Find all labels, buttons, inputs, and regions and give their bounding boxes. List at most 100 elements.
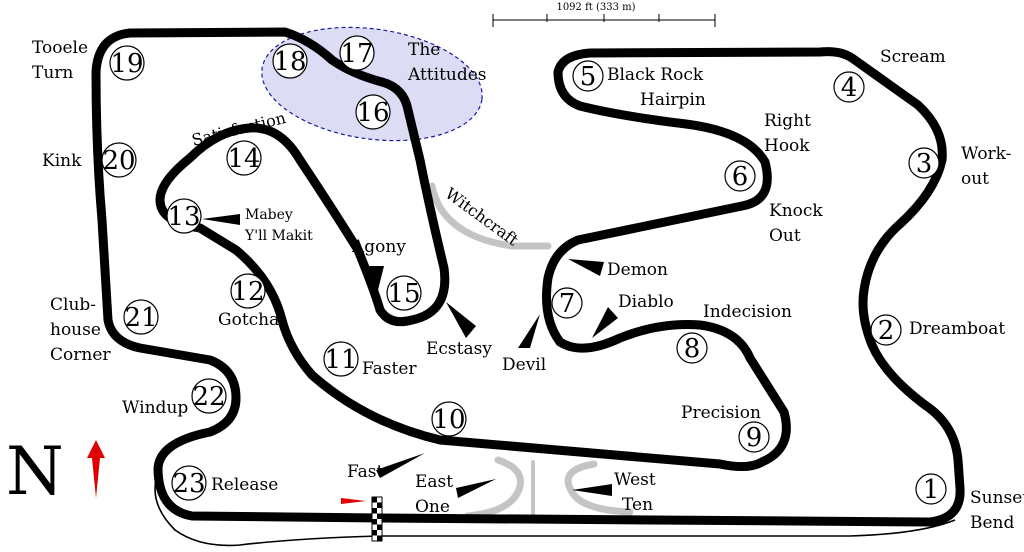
diablo-label: Diablo	[618, 292, 674, 312]
turn-markers: 1 2 3 4 5 6 7 8 9 10 11 12 13 14 15 16 1…	[101, 35, 947, 505]
west-loop	[564, 460, 634, 516]
attitudes-area	[261, 26, 483, 142]
east-one-label-2: One	[415, 497, 450, 517]
turn-11-marker: 11	[323, 341, 359, 377]
svg-text:4: 4	[841, 73, 858, 103]
faster-label: Faster	[362, 359, 417, 379]
fast-label: Fast	[347, 462, 384, 482]
kink-label: Kink	[42, 151, 82, 171]
scale-label: 1092 ft (333 m)	[556, 2, 635, 13]
svg-text:6: 6	[732, 162, 749, 192]
clubhouse-label-1: Club-	[50, 295, 96, 315]
clubhouse-label-3: Corner	[50, 345, 111, 365]
svg-text:9: 9	[746, 423, 763, 453]
windup-label: Windup	[122, 398, 188, 418]
turn-2-marker: 2	[870, 314, 902, 346]
clubhouse-label-2: house	[50, 320, 101, 340]
svg-text:23: 23	[172, 469, 205, 499]
turn-8-marker: 8	[676, 332, 708, 364]
workout-label-1: Work-	[961, 144, 1011, 164]
svg-text:15: 15	[387, 279, 420, 309]
right-hook-label-1: Right	[764, 111, 811, 131]
svg-text:12: 12	[231, 277, 264, 307]
north-label: N	[6, 433, 64, 510]
attitudes-label-2: Attitudes	[407, 65, 487, 85]
svg-text:3: 3	[916, 149, 933, 179]
north-arrow	[87, 440, 105, 498]
devil-label: Devil	[502, 355, 546, 375]
precision-label: Precision	[681, 403, 761, 423]
pointer-ecstasy	[446, 302, 476, 338]
alternate-layouts	[428, 182, 634, 520]
turn-12-marker: 12	[230, 273, 266, 309]
witchcraft-connector	[428, 182, 552, 250]
svg-text:18: 18	[273, 47, 306, 77]
main-track	[91, 27, 965, 527]
mabey-label-2: Y'll Makit	[244, 228, 313, 244]
svg-text:22: 22	[192, 382, 225, 412]
mabey-label-1: Mabey	[245, 207, 293, 223]
corner-labels: The Attitudes Sunset Bend Dreamboat Work…	[32, 38, 1024, 533]
turn-19-marker: 19	[109, 45, 145, 81]
pointer-mabey	[202, 214, 240, 225]
turn-13-marker: 13	[166, 198, 202, 234]
turn-5-marker: 5	[572, 60, 604, 92]
knock-out-label-1: Knock	[769, 201, 823, 221]
agony-label: Agony	[351, 237, 406, 257]
east-one-label-1: East	[415, 472, 453, 492]
pointer-devil	[518, 314, 540, 348]
workout-label-2: out	[961, 169, 989, 189]
turn-6-marker: 6	[724, 160, 756, 192]
svg-text:1: 1	[923, 475, 940, 505]
scale-bar: 1092 ft (333 m)	[492, 2, 716, 27]
turn-17-marker: 17	[339, 35, 375, 71]
sunset-bend-label-1: Sunset	[970, 488, 1024, 508]
svg-text:19: 19	[110, 49, 143, 79]
svg-text:7: 7	[559, 289, 576, 319]
gotcha-label: Gotcha	[218, 310, 279, 330]
attitudes-label-1: The	[408, 40, 440, 60]
start-finish-line	[371, 496, 383, 542]
scream-label: Scream	[880, 47, 946, 67]
turn-21-marker: 21	[123, 299, 159, 335]
tooele-turn-label-1: Tooele	[32, 38, 88, 58]
corner-pointers	[202, 214, 618, 498]
svg-text:20: 20	[102, 146, 135, 176]
turn-10-marker: 10	[431, 401, 467, 437]
pointer-diablo	[592, 307, 618, 338]
turn-22-marker: 22	[191, 378, 227, 414]
turn-1-marker: 1	[915, 473, 947, 505]
svg-text:13: 13	[167, 202, 200, 232]
svg-text:16: 16	[356, 98, 389, 128]
release-label: Release	[211, 475, 278, 495]
turn-9-marker: 9	[738, 421, 770, 453]
dreamboat-label: Dreamboat	[909, 319, 1005, 339]
black-rock-label-1: Black Rock	[607, 65, 704, 85]
svg-text:2: 2	[878, 316, 895, 346]
svg-text:5: 5	[580, 62, 597, 92]
west-ten-label-2: Ten	[622, 495, 653, 515]
svg-text:8: 8	[684, 334, 701, 364]
turn-20-marker: 20	[101, 142, 137, 178]
turn-14-marker: 14	[226, 140, 262, 176]
svg-text:10: 10	[432, 405, 465, 435]
black-rock-label-2: Hairpin	[640, 90, 706, 110]
svg-text:11: 11	[324, 345, 357, 375]
pointer-demon	[568, 259, 604, 276]
turn-18-marker: 18	[272, 43, 308, 79]
turn-16-marker: 16	[355, 94, 391, 130]
turn-23-marker: 23	[171, 465, 207, 501]
pointer-west	[572, 484, 612, 496]
knock-out-label-2: Out	[769, 226, 801, 246]
pointer-agony	[368, 266, 384, 298]
east-loop	[464, 456, 524, 520]
tooele-turn-label-2: Turn	[32, 63, 73, 83]
svg-text:14: 14	[227, 144, 260, 174]
indecision-label: Indecision	[703, 302, 792, 322]
start-direction-arrow	[341, 498, 366, 504]
turn-4-marker: 4	[833, 71, 865, 103]
right-hook-label-2: Hook	[764, 136, 810, 156]
turn-3-marker: 3	[908, 147, 940, 179]
outer-service-road	[154, 467, 956, 547]
